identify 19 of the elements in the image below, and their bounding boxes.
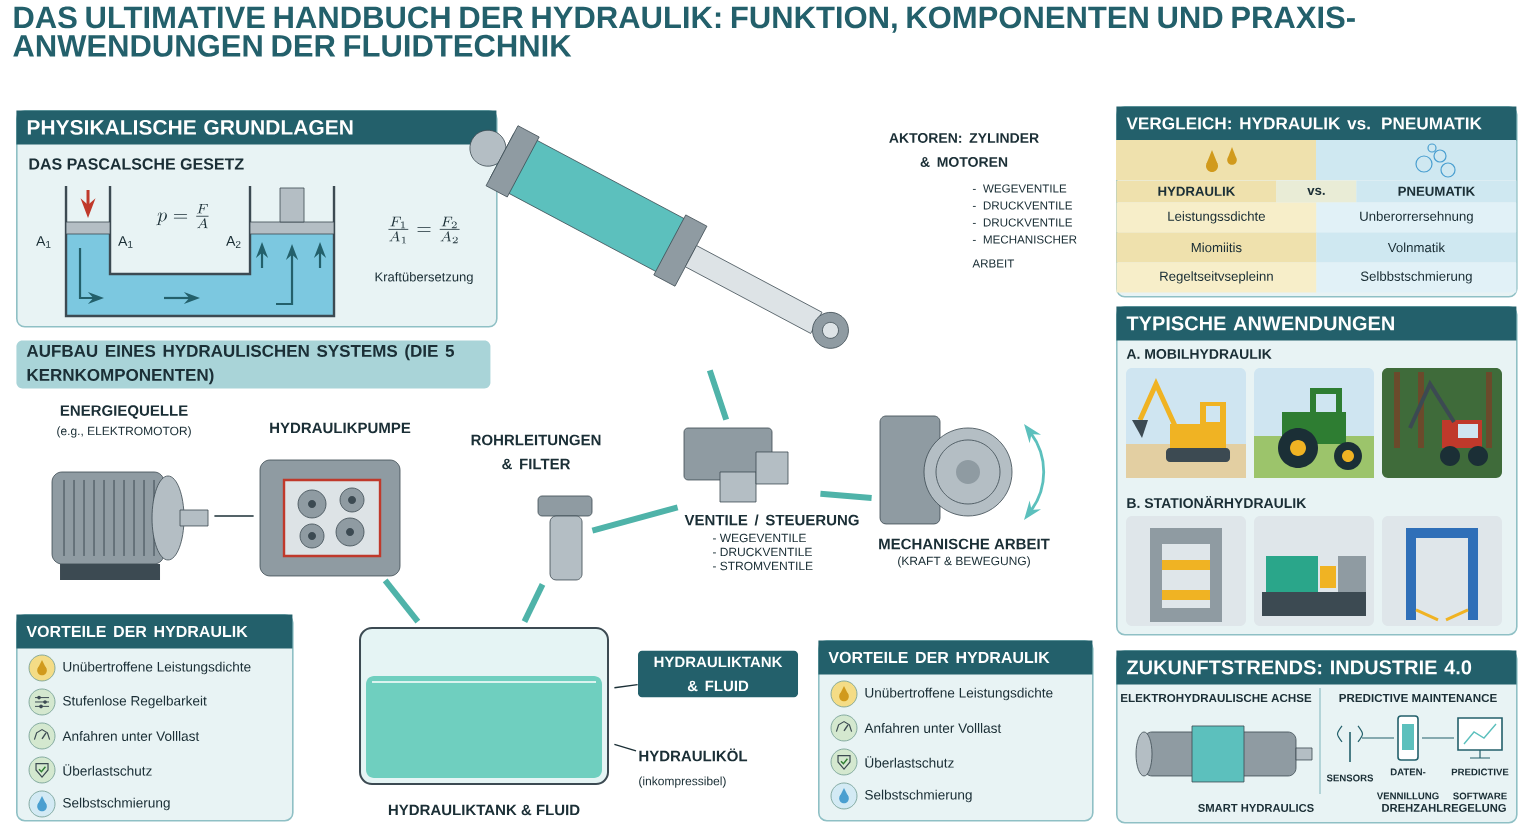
pipe	[591, 504, 679, 534]
pipe	[521, 583, 546, 623]
connector-line	[613, 683, 639, 689]
connector-line	[613, 743, 637, 752]
panel-header: TYPISCHE ANWENDUNGEN	[1116, 306, 1517, 341]
section-banner: AUFBAU EINES HYDRAULISCHEN SYSTEMS (DIE 5 KERNKOMPONENTEN)	[16, 340, 491, 389]
formula: $\frac{F_1}{A_1} = \frac{F_2}{A_2}$	[388, 216, 460, 244]
panel-subtitle: DAS PASCALSCHE GESETZ	[29, 158, 244, 170]
panel-header: VERGLEICH: HYDRAULIK vs. PNEUMATIK	[1116, 106, 1517, 141]
pipe	[706, 369, 730, 421]
pipe	[382, 578, 421, 624]
formula: $p = \frac{F}{A}$	[156, 203, 209, 229]
title: DAS ULTIMATIVE HANDBUCH DER HYDRAULIK: FUNKTION, KOMPONENTEN UND PRAXIS-ANWENDUNGEN DER FLUIDTECHNIK	[13, 6, 1355, 57]
connector-line	[213, 515, 255, 517]
panel-header: PHYSIKALISCHE GRUNDLAGEN	[16, 110, 497, 145]
pipe	[820, 490, 872, 501]
panel-header: VORTEILE DER HYDRAULIK	[818, 640, 1093, 675]
panel-header: ZUKUNFTSTRENDS: INDUSTRIE 4.0	[1116, 650, 1517, 685]
panel-header: VORTEILE DER HYDRAULIK	[16, 614, 293, 649]
